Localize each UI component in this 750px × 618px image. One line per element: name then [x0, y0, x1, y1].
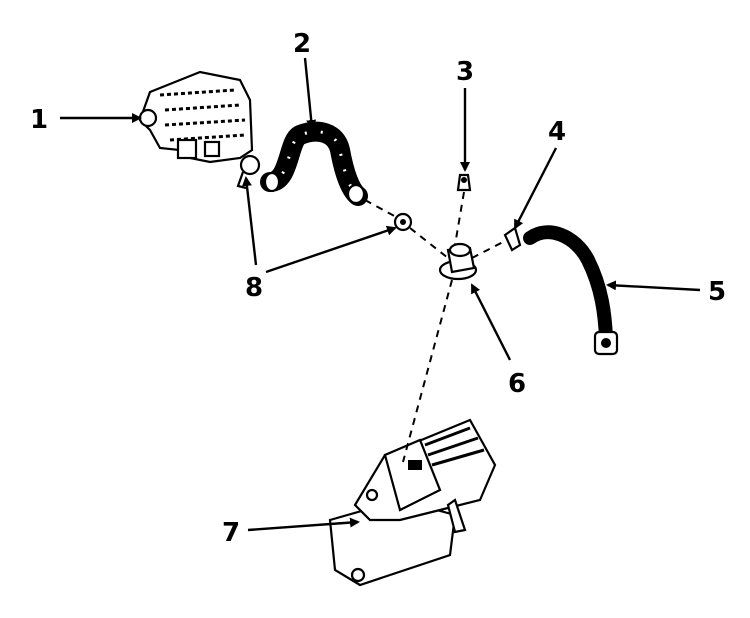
callout-8: 8 [245, 273, 263, 303]
part-7-housing [328, 418, 497, 587]
part-2-hose [260, 121, 368, 206]
part-8-clamp-upper [236, 154, 261, 190]
callout-6: 6 [508, 369, 526, 399]
callout-1: 1 [30, 105, 48, 135]
part-4-clip [503, 226, 522, 252]
part-1-valve-assembly [138, 70, 261, 190]
part-6-elbow-fitting [438, 242, 478, 281]
callout-5: 5 [708, 277, 726, 307]
part-5-hose [523, 225, 619, 356]
callout-4: 4 [548, 117, 566, 147]
part-8-clamp-lower [393, 212, 413, 232]
leader-lines [60, 57, 701, 532]
assembly-lines [364, 191, 504, 463]
part-3-screw [456, 173, 472, 192]
callout-3: 3 [456, 57, 474, 87]
callout-7: 7 [222, 518, 240, 548]
callout-2: 2 [293, 29, 311, 59]
